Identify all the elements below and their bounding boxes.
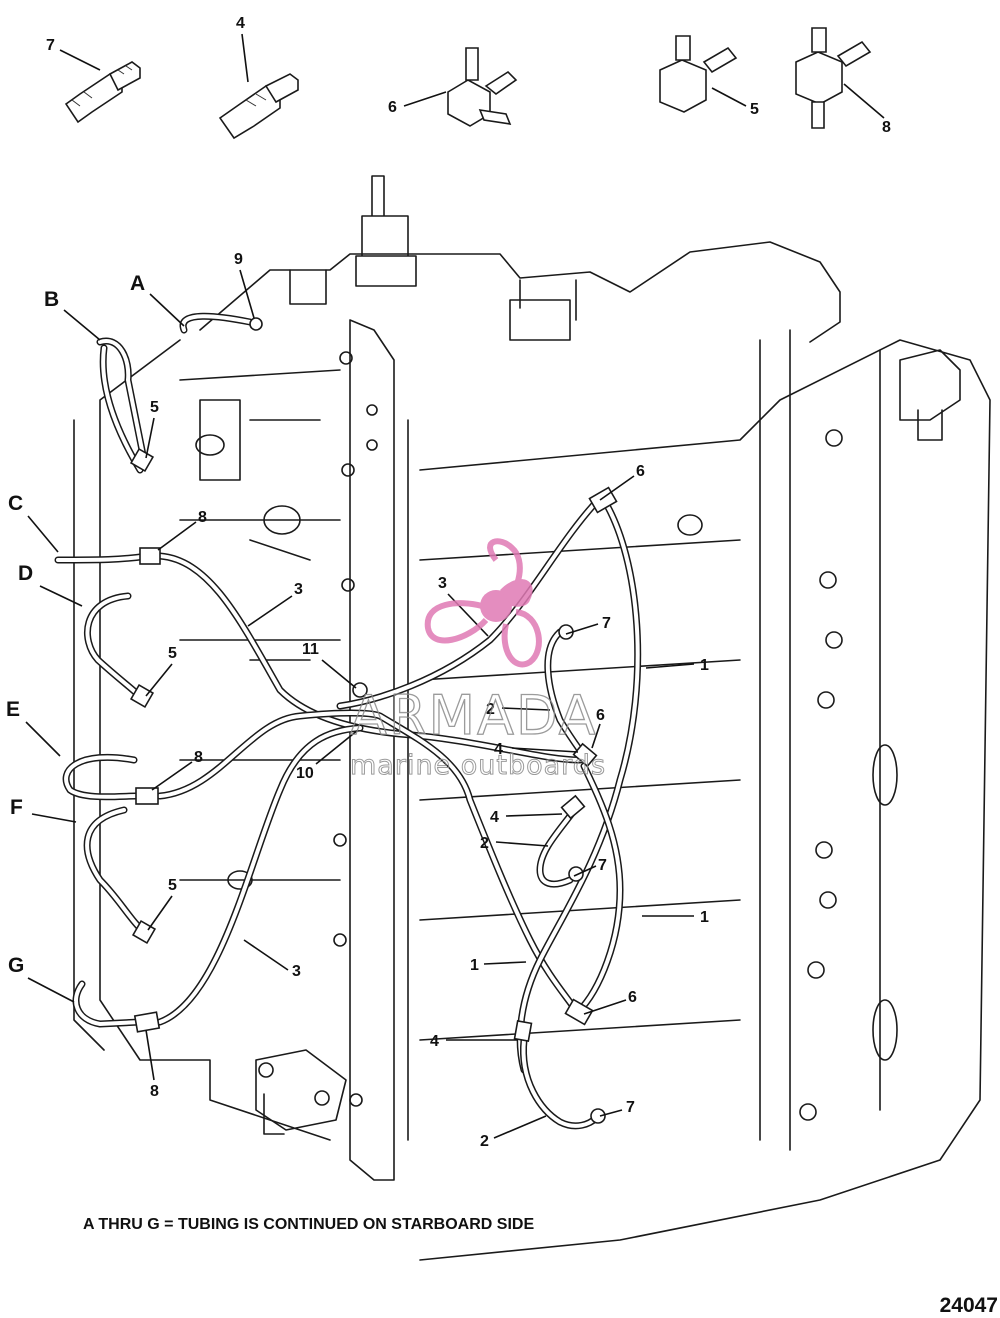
callout-11: 11 bbox=[302, 641, 319, 658]
callouts: 9 5 8 3 5 11 10 8 5 3 8 6 3 7 1 2 6 bbox=[145, 251, 709, 1150]
callout-2: 2 bbox=[480, 835, 489, 852]
callout-8: 8 bbox=[198, 509, 207, 526]
tube-letter-G: G bbox=[8, 954, 75, 1003]
callout-1: 1 bbox=[700, 909, 709, 926]
svg-text:E: E bbox=[6, 698, 20, 721]
callout-4: 4 bbox=[494, 741, 503, 758]
watermark-title: ARMADA bbox=[350, 684, 598, 747]
callout-6: 6 bbox=[628, 989, 637, 1006]
fitting-4-check-valve bbox=[218, 73, 299, 140]
engine-block bbox=[73, 175, 991, 1261]
fitting-8-label: 8 bbox=[882, 119, 891, 136]
svg-text:F: F bbox=[10, 796, 23, 819]
callout-5: 5 bbox=[150, 399, 159, 416]
fitting-6-tee bbox=[447, 47, 518, 127]
tube-letter-D: D bbox=[18, 562, 83, 607]
callout-7: 7 bbox=[602, 615, 611, 632]
svg-text:C: C bbox=[8, 492, 23, 515]
tube-letter-F: F bbox=[10, 796, 77, 823]
fitting-5-elbow bbox=[659, 35, 738, 113]
callout-8: 8 bbox=[194, 749, 203, 766]
callout-2: 2 bbox=[486, 701, 495, 718]
callout-6: 6 bbox=[636, 463, 645, 480]
callout-1: 1 bbox=[470, 957, 479, 974]
fitting-5-label: 5 bbox=[750, 101, 759, 118]
watermark-subtitle: marine outboards bbox=[350, 750, 606, 781]
watermark: ARMADA marine outboards bbox=[349, 538, 606, 782]
callout-4: 4 bbox=[430, 1033, 439, 1050]
fitting-7-label: 7 bbox=[46, 37, 55, 54]
tube-letter-E: E bbox=[6, 698, 61, 757]
fitting-4-label: 4 bbox=[236, 15, 245, 32]
callout-5: 5 bbox=[168, 877, 177, 894]
callout-3: 3 bbox=[438, 575, 447, 592]
tubing-continuation-note: A THRU G = TUBING IS CONTINUED ON STARBO… bbox=[83, 1216, 535, 1233]
tube-letter-C: C bbox=[8, 492, 59, 553]
figure-number: 24047 bbox=[939, 1294, 998, 1317]
callout-10: 10 bbox=[296, 765, 314, 782]
callout-2: 2 bbox=[480, 1133, 489, 1150]
tubing-left bbox=[54, 312, 604, 1033]
bolt-column bbox=[799, 429, 843, 1121]
svg-text:G: G bbox=[8, 954, 24, 977]
callout-6: 6 bbox=[596, 707, 605, 724]
callout-7: 7 bbox=[598, 857, 607, 874]
callout-3: 3 bbox=[294, 581, 303, 598]
callout-5: 5 bbox=[168, 645, 177, 662]
callout-8: 8 bbox=[150, 1083, 159, 1100]
tube-letter-B: B bbox=[44, 288, 101, 341]
fitting-6-label: 6 bbox=[388, 99, 397, 116]
callout-4: 4 bbox=[490, 809, 499, 826]
fitting-7-straight-connector bbox=[64, 61, 141, 124]
tube-letter-A: A bbox=[130, 272, 185, 327]
callout-9: 9 bbox=[234, 251, 243, 268]
fitting-8-tee bbox=[795, 27, 872, 129]
callout-7: 7 bbox=[626, 1099, 635, 1116]
svg-text:A: A bbox=[130, 272, 145, 295]
svg-text:B: B bbox=[44, 288, 59, 311]
callout-3: 3 bbox=[292, 963, 301, 980]
svg-text:D: D bbox=[18, 562, 33, 585]
watermark-propeller-logo bbox=[424, 538, 542, 668]
callout-1: 1 bbox=[700, 657, 709, 674]
tubing-right bbox=[352, 486, 642, 1130]
